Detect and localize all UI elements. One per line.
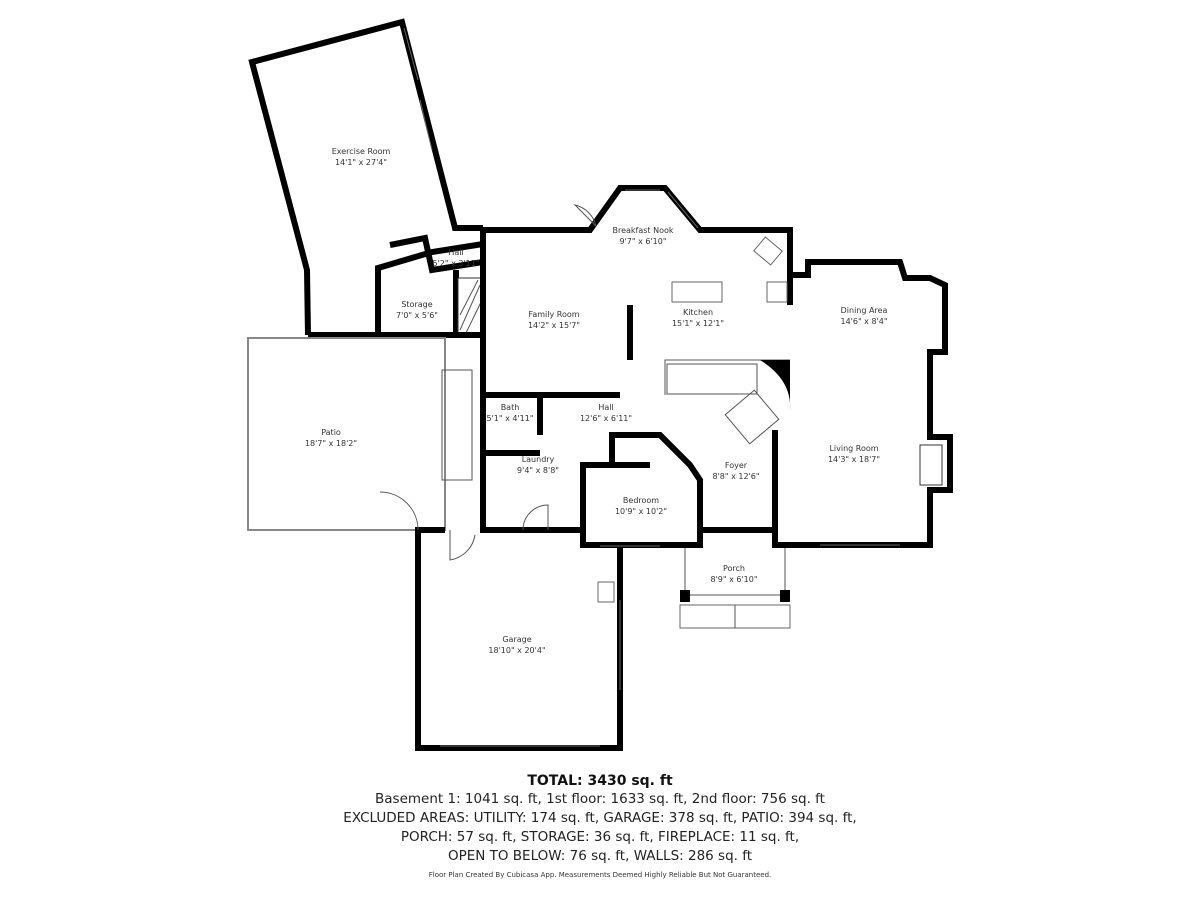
fireplace-icon <box>919 444 943 486</box>
exercise-room-walls <box>248 18 483 336</box>
area-breakdown-line: OPEN TO BELOW: 76 sq. ft, WALLS: 286 sq.… <box>447 848 753 864</box>
area-breakdown-line: PORCH: 57 sq. ft, STORAGE: 36 sq. ft, FI… <box>400 829 800 845</box>
breakfast-nook-walls <box>483 185 793 305</box>
foyer-stairs <box>724 389 780 445</box>
area-breakdown-line: Basement 1: 1041 sq. ft, 1st floor: 1633… <box>375 791 825 807</box>
storage-walls <box>375 241 484 335</box>
area-breakdown-line: EXCLUDED AREAS: UTILITY: 174 sq. ft, GAR… <box>343 810 857 826</box>
window <box>667 191 699 229</box>
curved-wall <box>760 360 791 410</box>
window <box>403 27 419 81</box>
bedroom-walls <box>580 520 703 548</box>
sink-icon <box>753 236 783 266</box>
credit-note: Floor Plan Created By Cubicasa App. Meas… <box>428 871 772 879</box>
stairs <box>441 369 473 481</box>
door-swing <box>573 204 597 227</box>
hall-walls <box>389 234 484 274</box>
window <box>419 99 433 151</box>
stove-icon <box>766 281 788 303</box>
total-area: TOTAL: 3430 sq. ft <box>527 773 673 789</box>
kitchen-island <box>671 281 723 303</box>
door-swing <box>379 491 419 531</box>
stairs <box>666 363 758 395</box>
patio-outline <box>247 337 446 531</box>
dining-living-walls <box>772 259 953 548</box>
